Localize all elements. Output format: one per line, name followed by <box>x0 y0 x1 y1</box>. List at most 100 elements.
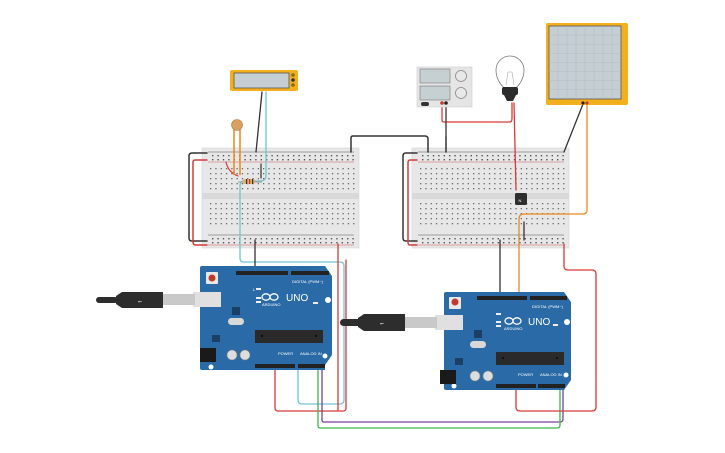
hole <box>441 213 443 215</box>
hole <box>524 155 526 157</box>
dc-jack[interactable] <box>440 370 456 384</box>
hole <box>483 223 485 225</box>
hole <box>347 188 350 190</box>
hole <box>462 168 464 170</box>
hole <box>515 223 517 225</box>
capacitor <box>469 370 481 382</box>
hole <box>331 218 334 220</box>
hole <box>494 208 496 210</box>
hole <box>326 173 328 175</box>
hole <box>247 218 249 220</box>
hole <box>438 155 440 157</box>
transistor[interactable]: N <box>515 193 527 205</box>
hole <box>536 173 538 175</box>
hole <box>563 173 565 175</box>
hole <box>225 208 228 210</box>
hole <box>483 218 485 220</box>
hole <box>457 183 459 185</box>
hole <box>457 203 459 205</box>
usb-cable-right[interactable]: ⭠ <box>340 314 463 331</box>
hole <box>557 173 560 175</box>
hole <box>220 188 222 190</box>
photoresistor[interactable] <box>231 119 243 176</box>
hole <box>547 178 549 180</box>
hole <box>519 238 521 240</box>
hole <box>462 213 464 215</box>
hole <box>420 213 422 215</box>
hole <box>330 159 333 161</box>
hole <box>228 159 230 161</box>
hole <box>303 238 306 240</box>
hole <box>430 203 432 205</box>
dc-jack[interactable] <box>200 348 216 362</box>
power-switch[interactable] <box>421 102 429 106</box>
hole <box>325 238 327 240</box>
hole <box>432 242 435 244</box>
hole <box>486 155 489 157</box>
hole <box>473 203 475 205</box>
hole <box>531 218 533 220</box>
reset-button[interactable] <box>208 274 216 282</box>
reset-button[interactable] <box>451 298 459 306</box>
hole <box>228 155 230 157</box>
hole <box>236 188 238 190</box>
hole <box>441 178 443 180</box>
breadboard-left[interactable] <box>201 147 360 249</box>
hole <box>467 168 469 170</box>
led-l <box>496 313 501 315</box>
voltage-display <box>419 68 451 84</box>
hole <box>294 178 297 180</box>
hole <box>289 208 291 210</box>
arduino-uno-left[interactable]: DIGITAL (PWM~) ARDUINO UNO L POWER ANALO… <box>200 266 332 370</box>
hole <box>454 159 456 161</box>
hole <box>249 238 252 240</box>
hole <box>552 183 554 185</box>
hole <box>231 188 233 190</box>
hole <box>331 183 334 185</box>
hole <box>347 203 350 205</box>
digital-header-1 <box>236 271 288 275</box>
hole <box>294 188 297 190</box>
usb-port <box>193 292 221 307</box>
breadboard-right[interactable] <box>411 147 570 249</box>
hole <box>252 218 254 220</box>
breadboard-holes <box>210 155 355 244</box>
light-bulb[interactable] <box>495 55 525 101</box>
hole <box>425 203 427 205</box>
hole <box>353 168 355 170</box>
hole <box>309 242 311 244</box>
resistor[interactable] <box>238 179 262 184</box>
hole <box>457 223 459 225</box>
hole <box>331 213 334 215</box>
hole <box>215 208 217 210</box>
hole <box>546 155 548 157</box>
mount-hole <box>208 364 214 370</box>
digital-label: DIGITAL (PWM~) <box>532 304 564 309</box>
lcd-display[interactable] <box>230 70 298 91</box>
current-knob[interactable] <box>455 87 467 99</box>
hole <box>303 155 306 157</box>
hole <box>284 173 286 175</box>
hole <box>236 183 238 185</box>
hole <box>435 213 438 215</box>
hole <box>551 159 553 161</box>
hole <box>268 223 270 225</box>
hole <box>488 223 491 225</box>
arduino-uno-right[interactable]: DIGITAL (PWM~) ARDUINO UNO POWER ANALOG … <box>440 292 571 390</box>
usb-chip <box>474 330 482 338</box>
hole <box>427 155 429 157</box>
hole <box>210 178 212 180</box>
usb-cable-left[interactable]: ⭠ <box>96 292 221 308</box>
hole <box>499 168 501 170</box>
hole <box>438 242 440 244</box>
hole <box>422 242 424 244</box>
oscilloscope[interactable] <box>546 23 628 105</box>
voltage-knob[interactable] <box>455 70 467 82</box>
hole <box>231 218 233 220</box>
hole <box>420 203 422 205</box>
hole <box>252 188 254 190</box>
hole <box>486 242 489 244</box>
power-supply[interactable] <box>416 66 473 108</box>
hole <box>222 159 225 161</box>
hole <box>210 223 212 225</box>
